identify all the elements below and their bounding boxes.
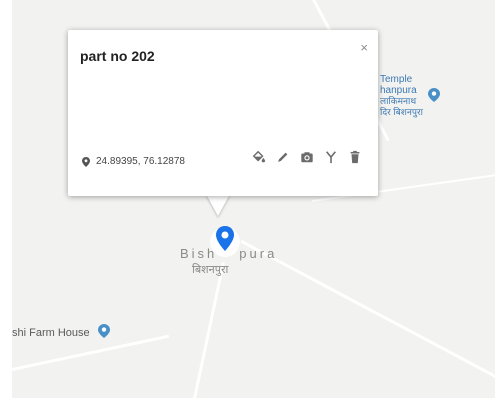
popup-title: part no 202 xyxy=(80,48,155,64)
town-label: Bish pura xyxy=(180,246,277,261)
town-label-start: Bish xyxy=(180,246,218,261)
paint-bucket-icon[interactable] xyxy=(252,150,266,164)
camera-icon[interactable] xyxy=(300,150,314,164)
info-popup: part no 202 × 24.89395, 76.12878 xyxy=(68,30,378,196)
town-label-end: pura xyxy=(239,246,278,261)
route-icon[interactable] xyxy=(324,150,338,164)
location-pin-icon xyxy=(82,156,90,167)
farm-label[interactable]: shi Farm House xyxy=(12,327,90,339)
temple-label-line: hanpura xyxy=(380,85,417,96)
selected-marker-icon[interactable] xyxy=(208,220,242,260)
temple-pin-icon[interactable] xyxy=(428,88,440,102)
trash-icon[interactable] xyxy=(348,150,362,164)
road xyxy=(190,262,225,398)
road xyxy=(12,334,170,371)
temple-label-line: Temple xyxy=(380,74,413,85)
coordinates: 24.89395, 76.12878 xyxy=(82,156,185,167)
farm-pin-icon[interactable] xyxy=(98,324,110,338)
temple-label[interactable]: Temple hanpura लाकिमनाथ दिर बिशनपुरा xyxy=(380,74,423,118)
close-button[interactable]: × xyxy=(360,40,368,55)
road xyxy=(240,240,495,389)
town-label-hindi: बिशनपुरा xyxy=(192,264,229,276)
temple-label-line: लाकिमनाथ xyxy=(380,96,417,106)
popup-tail xyxy=(206,194,230,216)
popup-toolbar xyxy=(252,150,362,164)
pencil-icon[interactable] xyxy=(276,150,290,164)
temple-label-line: दिर बिशनपुरा xyxy=(380,107,424,117)
coordinates-text: 24.89395, 76.12878 xyxy=(96,156,185,167)
